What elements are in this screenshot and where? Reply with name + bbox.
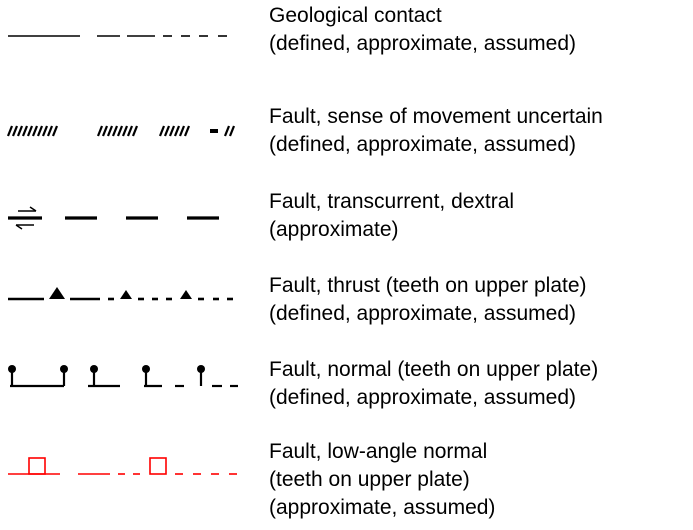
normal-ball-tick-symbol: [8, 365, 238, 388]
legend-label-line-2: (defined, approximate, assumed): [269, 133, 576, 156]
legend-label: Fault, sense of movement uncertain (defi…: [269, 103, 603, 159]
legend-label-line-2: (defined, approximate, assumed): [269, 302, 576, 325]
thrust-teeth-symbol: [8, 287, 233, 301]
legend-label: Geological contact (defined, approximate…: [269, 2, 576, 58]
legend-label: Fault, transcurrent, dextral (approximat…: [269, 188, 514, 244]
low-angle-normal-box-symbol: [8, 457, 237, 475]
legend-label-line-3: (approximate, assumed): [269, 496, 496, 519]
legend-label-line-2: (defined, approximate, assumed): [269, 386, 576, 409]
legend-label: Fault, normal (teeth on upper plate) (de…: [269, 356, 598, 412]
legend-label-line-1: Fault, low-angle normal: [269, 440, 488, 463]
legend-label-line-1: Fault, thrust (teeth on upper plate): [269, 274, 587, 297]
legend-label-line-1: Geological contact: [269, 4, 442, 27]
legend-label-line-2: (approximate): [269, 218, 399, 241]
legend-label: Fault, thrust (teeth on upper plate) (de…: [269, 272, 587, 328]
legend-label-line-2: (teeth on upper plate): [269, 468, 470, 491]
hatched-line-symbol: [6, 125, 236, 137]
dextral-arrows-symbol: [8, 206, 219, 230]
legend-label-line-1: Fault, sense of movement uncertain: [269, 105, 603, 128]
legend-label-line-2: (defined, approximate, assumed): [269, 32, 576, 55]
legend-label-line-1: Fault, normal (teeth on upper plate): [269, 358, 599, 381]
solid-dashed-line-symbol: [8, 35, 227, 37]
legend-label: Fault, low-angle normal (teeth on upper …: [269, 438, 495, 522]
legend-label-line-1: Fault, transcurrent, dextral: [269, 190, 515, 213]
